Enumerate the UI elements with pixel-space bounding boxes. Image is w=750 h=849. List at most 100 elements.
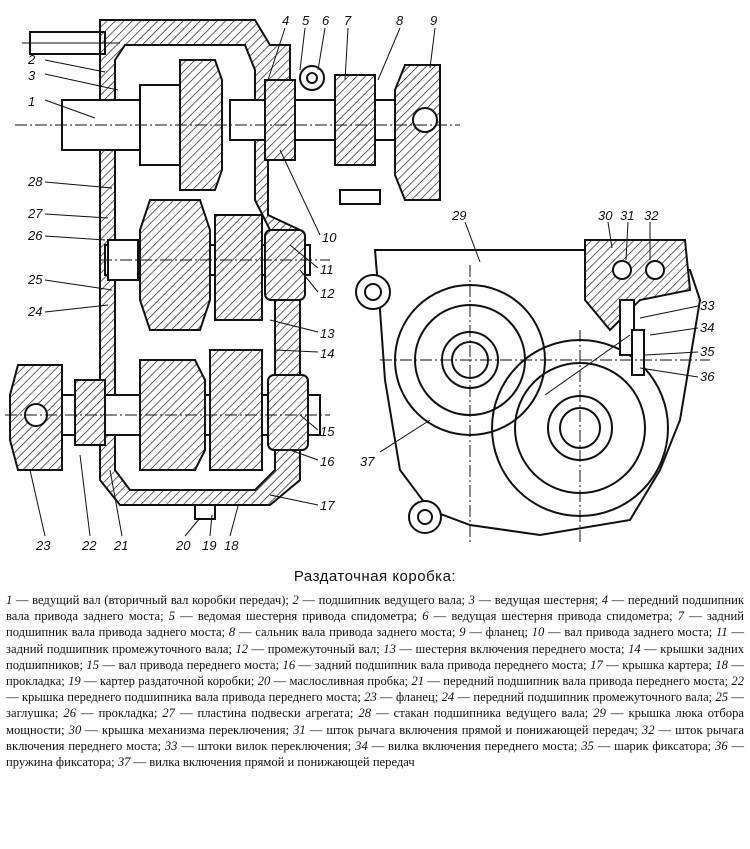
- legend-item-text: ведомая шестерня привода спидометра;: [197, 609, 418, 624]
- legend-item-8: 8 — сальник вала привода заднего моста;: [228, 625, 456, 640]
- legend-item-text: картер раздаточной коробки;: [99, 674, 255, 689]
- longitudinal-section: [5, 19, 460, 520]
- legend-item-text: ведущая шестерня привода спидометра;: [451, 609, 673, 624]
- legend-item-number: 29: [593, 706, 606, 721]
- legend-item-text: штоки вилок переключения;: [197, 738, 352, 753]
- figure-title: Раздаточная коробка:: [293, 568, 457, 585]
- legend-item-number: 17: [590, 657, 603, 672]
- legend-item-number: 13: [383, 641, 396, 656]
- legend-item-text: заглушка;: [6, 706, 59, 721]
- callout-23: 23: [35, 538, 51, 553]
- legend-item-text: ведущий вал (вторичный вал коробки перед…: [32, 593, 289, 607]
- legend-item-text: фланец;: [485, 625, 528, 640]
- legend-item-number: 7: [677, 609, 684, 624]
- legend-item-26: 26 — прокладка;: [63, 706, 158, 721]
- legend-item-number: 22: [731, 674, 745, 689]
- callout-28: 28: [27, 174, 43, 189]
- callout-12: 12: [320, 286, 335, 301]
- legend-item-text: задний подшипник промежуточного вала;: [6, 641, 232, 656]
- legend-item-16: 16 — задний подшипник вала привода перед…: [282, 657, 587, 672]
- legend-item-2: 2 — подшипник ведущего вала;: [292, 593, 466, 607]
- legend-item-number: 27: [162, 706, 175, 721]
- legend-item-28: 28 — стакан подшипника ведущего вала;: [358, 706, 589, 721]
- legend-item-text: промежуточный вал;: [267, 641, 380, 656]
- legend-item-number: 9: [459, 625, 466, 640]
- callout-37: 37: [360, 454, 375, 469]
- legend-item-text: задний подшипник вала привода переднего …: [314, 657, 587, 672]
- legend-item-number: 35: [581, 738, 594, 753]
- legend-item-17: 17 — крышка картера;: [590, 657, 712, 672]
- callout-22: 22: [81, 538, 97, 553]
- callout-2: 2: [27, 52, 36, 67]
- legend-item-number: 2: [292, 593, 299, 607]
- callout-20: 20: [175, 538, 191, 553]
- legend-item-text: крышка люка отбора мощности;: [6, 706, 744, 737]
- legend-item-19: 19 — картер раздаточной коробки;: [68, 674, 255, 689]
- legend-item-number: 31: [293, 722, 306, 737]
- legend-item-15: 15 — вал привода переднего моста;: [86, 657, 280, 672]
- legend-item-20: 20 — маслосливная пробка;: [257, 674, 409, 689]
- callout-11: 11: [320, 262, 334, 277]
- legend-item-text: маслосливная пробка;: [289, 674, 409, 689]
- callout-27: 27: [27, 206, 43, 221]
- legend-item-14: 14 — крышки задних подшипников;: [6, 641, 745, 672]
- legend-item-number: 34: [355, 738, 368, 753]
- callout-6: 6: [322, 13, 330, 28]
- callout-35: 35: [700, 344, 715, 359]
- legend-item-21: 21 — передний подшипник вала привода пер…: [411, 674, 729, 689]
- callout-numbers: 1 2 3 4 5 6 7 8 9 10 11 12 13 14 15 16 1…: [27, 13, 715, 553]
- callout-14: 14: [320, 346, 334, 361]
- transfer-case-drawing: 1 2 3 4 5 6 7 8 9 10 11 12 13 14 15 16 1…: [5, 13, 715, 553]
- callout-9: 9: [430, 13, 437, 28]
- legend-item-text: сальник вала привода заднего моста;: [255, 625, 456, 640]
- legend-item-text: передний подшипник вала привода переднег…: [443, 674, 729, 689]
- legend-item-text: вилка включения прямой и понижающей пере…: [149, 755, 415, 770]
- legend-item-text: вал привода заднего моста;: [564, 625, 713, 640]
- legend-item-number: 28: [358, 706, 372, 721]
- legend-item-number: 36: [715, 738, 728, 753]
- callout-4: 4: [282, 13, 289, 28]
- legend-item-number: 5: [168, 609, 176, 624]
- legend-item-9: 9 — фланец;: [459, 625, 528, 640]
- legend-item-text: шарик фиксатора;: [614, 738, 712, 753]
- legend-item-number: 4: [601, 593, 609, 607]
- callout-13: 13: [320, 326, 335, 341]
- legend-item-text: пружина фиксатора;: [6, 755, 115, 770]
- legend-item-22: 22 — крышка переднего подшипника вала пр…: [6, 674, 745, 705]
- legend-item-32: 32 — шток рычага включения переднего мос…: [6, 722, 745, 753]
- legend-item-text: подшипник ведущего вала;: [318, 593, 466, 607]
- callout-1: 1: [28, 94, 35, 109]
- legend-item-25: 25 — заглушка;: [6, 690, 744, 721]
- legend-item-27: 27 — пластина подвески агрегата;: [162, 706, 354, 721]
- legend-item-number: 24: [441, 690, 455, 705]
- legend-item-number: 33: [164, 738, 178, 753]
- leader-lines: [29, 27, 699, 537]
- legend-item-number: 10: [531, 625, 545, 640]
- callout-10: 10: [322, 230, 337, 245]
- legend-item-text: крышка механизма переключения;: [101, 722, 290, 737]
- legend-item-number: 6: [422, 609, 429, 624]
- legend-item-23: 23 — фланец;: [364, 690, 439, 705]
- callout-36: 36: [700, 369, 715, 384]
- legend-item-13: 13 — шестерня включения переднего моста;: [383, 641, 625, 656]
- legend-item-number: 37: [117, 755, 131, 770]
- callout-25: 25: [27, 272, 43, 287]
- legend-item-11: 11 — задний подшипник промежуточного вал…: [6, 625, 745, 656]
- callout-8: 8: [396, 13, 404, 28]
- legend-item-18: 18 — прокладка;: [6, 657, 744, 689]
- legend-item-35: 35 — шарик фиксатора;: [581, 738, 712, 753]
- callout-29: 29: [451, 208, 466, 223]
- legend-item-text: ведущая шестерня;: [494, 593, 599, 607]
- legend-item-number: 12: [235, 641, 249, 656]
- legend-item-text: вал привода переднего моста;: [118, 657, 280, 672]
- legend-item-12: 12 — промежуточный вал;: [235, 641, 380, 656]
- cross-section: [355, 239, 710, 545]
- legend-item-7: 7 — задний подшипник вала привода заднег…: [6, 609, 745, 640]
- legend-item-text: шток рычага включения прямой и понижающе…: [326, 722, 638, 737]
- legend: 1 — ведущий вал (вторичный вал коробки п…: [6, 592, 744, 770]
- legend-item-number: 16: [282, 657, 296, 672]
- legend-item-4: 4 — передний подшипник вала привода задн…: [6, 593, 745, 624]
- legend-item-number: 14: [628, 641, 641, 656]
- legend-item-10: 10 — вал привода заднего моста;: [531, 625, 713, 640]
- legend-item-text: фланец;: [395, 690, 439, 705]
